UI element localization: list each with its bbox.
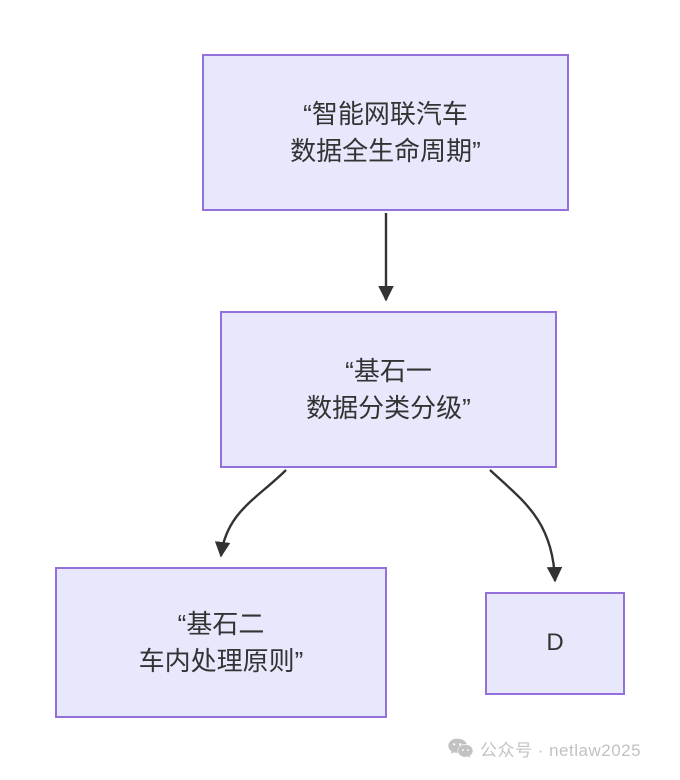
node-line: 数据分类分级”: [306, 392, 471, 423]
node-line: “基石二: [177, 608, 265, 639]
watermark-text: 公众号 · netlaw2025: [480, 741, 642, 760]
node-d[interactable]: D: [485, 592, 625, 695]
node-line: 数据全生命周期”: [290, 135, 481, 166]
watermark: 公众号 · netlaw2025: [448, 736, 641, 761]
node-line: D: [546, 629, 564, 657]
node-data-lifecycle[interactable]: “智能网联汽车 数据全生命周期”: [202, 54, 569, 211]
edge-b-to-c: [214, 469, 287, 558]
node-line: “基石一: [345, 355, 432, 386]
edge-b-to-d: [489, 469, 563, 583]
node-line: “智能网联汽车: [303, 98, 468, 129]
node-cornerstone-one[interactable]: “基石一 数据分类分级”: [220, 311, 557, 468]
node-line: 车内处理原则”: [138, 645, 304, 676]
node-cornerstone-two[interactable]: “基石二 车内处理原则”: [55, 567, 387, 718]
wechat-icon: [448, 738, 473, 759]
